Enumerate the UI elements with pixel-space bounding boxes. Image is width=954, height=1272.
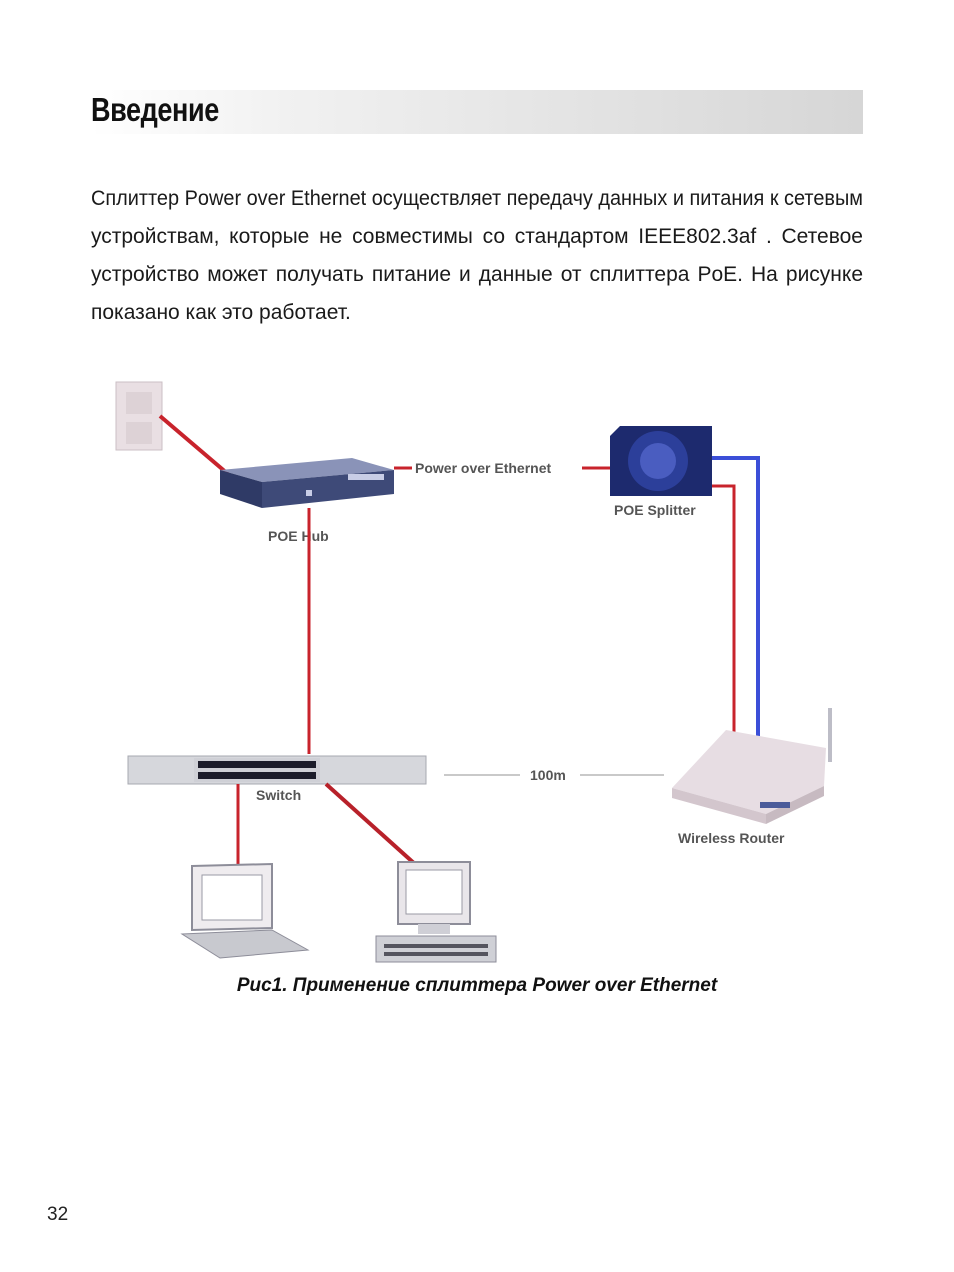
poe-splitter-icon [610, 426, 712, 496]
switch-desktop-cable [324, 782, 428, 876]
heading-bar: Введение [91, 90, 863, 134]
paragraph-line-1: Сплиттер Power over Ethernet осуществляе… [91, 187, 863, 210]
desktop-computer-icon [375, 861, 497, 963]
switch-icon [127, 755, 427, 785]
page-number: 32 [47, 1204, 69, 1225]
poe-splitter-label: POE Splitter [614, 502, 696, 518]
poe-hub-label: POE Hub [268, 528, 329, 544]
section-heading: Введение [91, 91, 219, 128]
splitter-power-cable [712, 484, 736, 740]
outlet-power-cable [158, 414, 230, 476]
wall-outlet-icon [115, 381, 163, 451]
paragraph-line-4: показано как это работает. [91, 301, 351, 324]
wireless-router-icon [672, 708, 832, 824]
splitter-data-cable [712, 456, 760, 740]
wireless-router-label: Wireless Router [678, 830, 785, 846]
network-diagram: POE Hub Power over Ethernet POE Splitter… [112, 378, 842, 970]
switch-label: Switch [256, 787, 301, 803]
power-over-ethernet-label: Power over Ethernet [415, 460, 551, 476]
distance-label: 100m [530, 767, 566, 783]
body-paragraph: Сплиттер Power over Ethernet осуществляе… [91, 180, 863, 332]
poe-hub-icon [220, 458, 394, 508]
laptop-icon [180, 862, 310, 959]
paragraph-line-2: устройствам, которые не совместимы со ст… [91, 225, 863, 248]
paragraph-line-3: устройство может получать питание и данн… [91, 263, 863, 286]
figure-caption: Рис1. Применение сплиттера Power over Et… [236, 975, 718, 996]
